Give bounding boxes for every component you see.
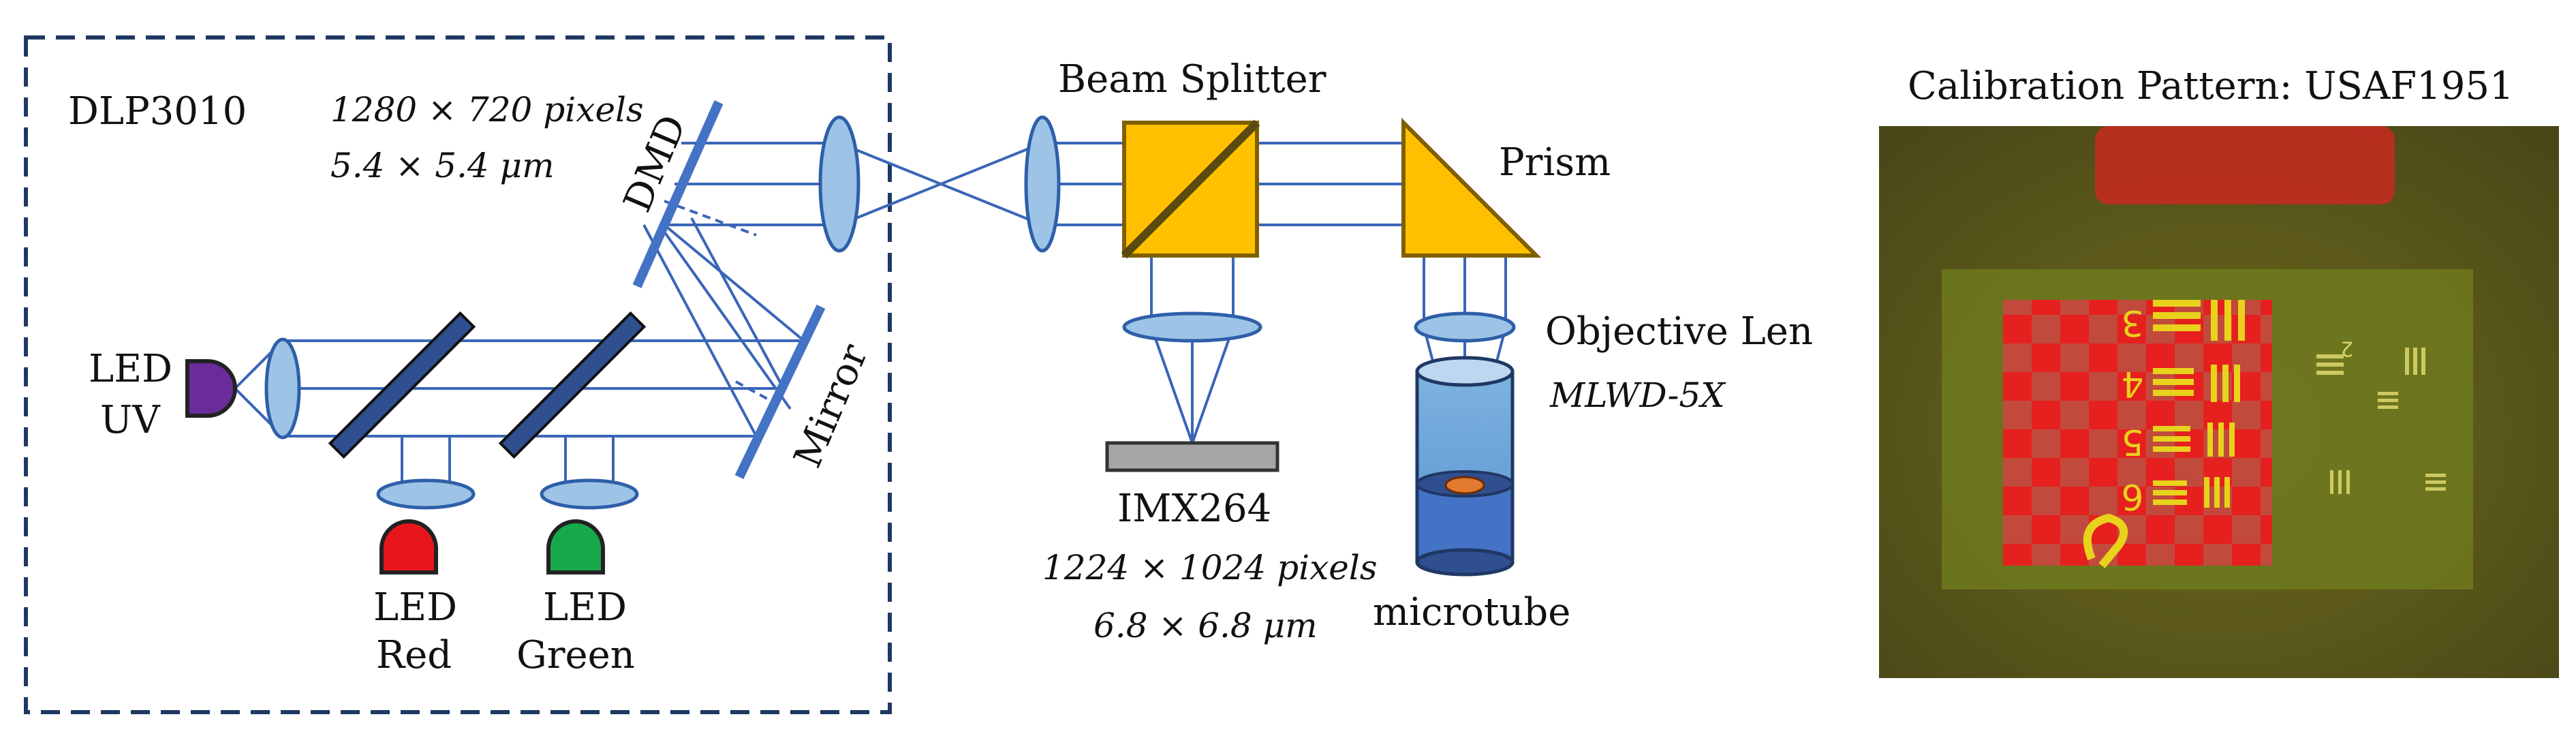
dlp-name: DLP3010 [68, 89, 247, 134]
beam-splitter-label: Beam Splitter [1058, 57, 1326, 102]
camera-pixel-size: 6.8 × 6.8 μm [1093, 606, 1318, 645]
objective-lens-top [1414, 311, 1516, 343]
calibration-digit: 6 [2121, 476, 2143, 517]
led-green-label-1: LED [543, 585, 627, 630]
microtube-label: microtube [1373, 590, 1570, 634]
objective-label: Objective Len [1545, 309, 1813, 354]
dlp-resolution: 1280 × 720 pixels [330, 90, 644, 129]
led-red-label-2: Red [376, 633, 452, 677]
prism-label: Prism [1499, 140, 1611, 185]
beam-splitter-diagonal [1121, 119, 1260, 259]
dichroic-mirror-green [498, 311, 647, 459]
calibration-group-digits: 3 4 5 6 2 [2121, 302, 2353, 517]
led-red-label-1: LED [373, 585, 457, 630]
sample-spot [1444, 476, 1485, 495]
red-collimating-lens [376, 478, 476, 510]
uv-collimating-lens [264, 337, 301, 440]
camera-name: IMX264 [1117, 487, 1271, 531]
dlp-enclosure [24, 35, 892, 714]
led-green [546, 519, 605, 574]
projection-lens-1 [818, 115, 860, 253]
dichroic-mirror-red [328, 311, 476, 459]
beam-paths [234, 142, 1507, 487]
objective-assembly [1415, 356, 1515, 577]
camera-sensor [1105, 441, 1279, 472]
camera-tube-lens [1122, 311, 1262, 343]
lenses [264, 115, 1516, 510]
objective-model: MLWD-5X [1549, 375, 1726, 415]
led-uv-label-1: LED [89, 347, 172, 391]
camera-resolution: 1224 × 1024 pixels [1042, 548, 1378, 587]
calibration-digit: 2 [2340, 337, 2353, 361]
calibration-digit: 4 [2121, 363, 2143, 404]
fold-mirror-element [734, 304, 826, 480]
dlp-pixel-size: 5.4 × 5.4 μm [330, 146, 555, 185]
prism-shape [1401, 117, 1542, 258]
dmd-element [632, 100, 724, 288]
calibration-digit: 5 [2121, 421, 2143, 462]
led-red [379, 519, 438, 574]
calibration-image [1879, 126, 2559, 678]
calibration-digit: 3 [2121, 302, 2143, 343]
dichroic-mirrors [328, 311, 647, 459]
calibration-title: Calibration Pattern: USAF1951 [1908, 64, 2514, 108]
projection-lens-2 [1024, 115, 1061, 253]
led-uv-label-2: UV [100, 398, 161, 442]
led-green-label-2: Green [516, 633, 635, 677]
led-uv [185, 359, 237, 418]
dashed-reflection-lines [664, 200, 774, 403]
green-collimating-lens [540, 478, 639, 510]
